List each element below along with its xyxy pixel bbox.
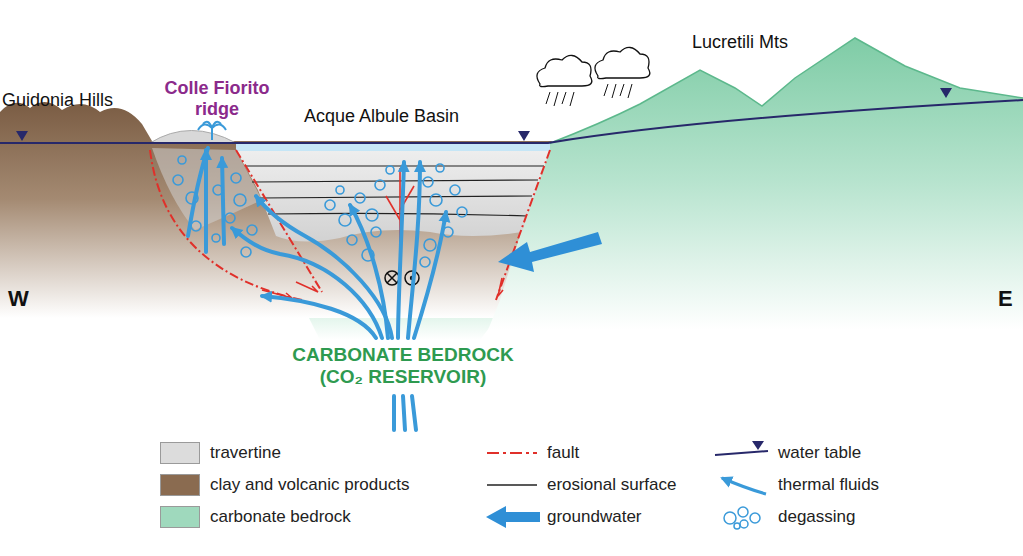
lake-water (236, 143, 550, 151)
legend-text: thermal fluids (778, 474, 879, 496)
water-table (0, 100, 1023, 143)
hill-label: Guidonia Hills (2, 90, 113, 111)
faults (150, 150, 550, 300)
legend-swatch (160, 474, 200, 496)
clay-volcanic-body (0, 102, 552, 318)
fault-sample (487, 452, 537, 454)
legend-text: water table (778, 442, 861, 464)
water-table-sample (715, 451, 768, 455)
mountain-outline (548, 38, 1023, 144)
erosional-surfaces (246, 166, 544, 216)
legend-text: carbonate bedrock (210, 506, 351, 528)
erosional-sample (487, 484, 537, 486)
thermal-fluids (188, 148, 446, 430)
bedrock-label: CARBONATE BEDROCK (CO₂ RESERVOIR) (278, 344, 528, 388)
rain (546, 84, 632, 106)
degassing-sample (724, 507, 760, 529)
groundwater-arrow (498, 232, 602, 272)
basin-label: Acque Albule Basin (304, 106, 459, 127)
degassing-bubbles (173, 156, 467, 267)
legend-text: erosional surface (547, 474, 676, 496)
direction-label: W (8, 286, 29, 311)
water-table-mark (940, 88, 952, 98)
carbonate-bedrock (488, 38, 1023, 330)
spring-spout (198, 122, 226, 140)
legend-text: degassing (778, 506, 856, 528)
water-table-sample-mark (752, 441, 764, 450)
legend-text: clay and volcanic products (210, 474, 409, 496)
water-table-mark (518, 131, 530, 141)
legend-text: travertine (210, 442, 281, 464)
mountain-label: Lucretili Mts (692, 32, 788, 53)
ridge-label: Colle Fiorito ridge (152, 78, 282, 119)
water-table-mark (16, 131, 28, 141)
legend-swatch (160, 506, 200, 528)
direction-label: E (998, 286, 1013, 311)
legend-text: groundwater (547, 506, 642, 528)
rain-clouds (537, 47, 650, 86)
thermal-fluids-sample (722, 478, 766, 494)
legend-swatch (160, 442, 200, 464)
groundwater-sample (486, 506, 540, 528)
legend-text: fault (547, 442, 579, 464)
travertine-mound (150, 131, 236, 144)
